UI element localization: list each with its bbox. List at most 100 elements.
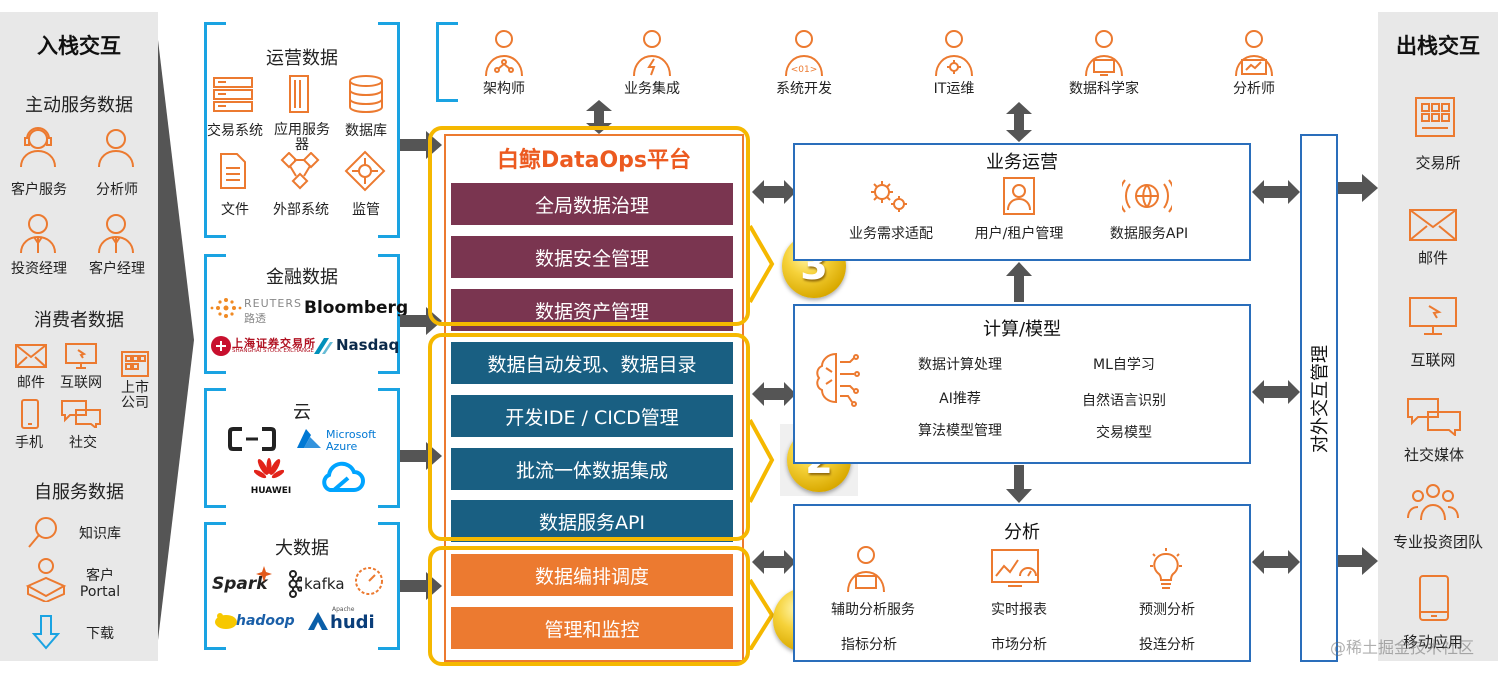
listed-company-icon — [120, 350, 150, 378]
outbound-mail-icon — [1408, 208, 1458, 242]
role-label: 业务集成 — [624, 81, 680, 97]
system-dev-icon: <01> — [782, 28, 826, 78]
outbound-item-label: 专业投资团队 — [1392, 533, 1483, 551]
financial-data-group — [204, 254, 400, 374]
financial-data-title: 金融数据 — [266, 267, 338, 288]
spark-logo: Spark — [212, 574, 268, 594]
consumer-item-label: 手机 — [15, 435, 43, 451]
role-label: 系统开发 — [776, 81, 832, 97]
nasdaq-logo-icon — [314, 338, 333, 354]
analysis-item-label: 投连分析 — [1139, 637, 1195, 653]
cloud-data-title: 云 — [293, 402, 311, 423]
ops-item-label: 交易系统 — [207, 123, 263, 139]
outbound-internet-icon — [1408, 296, 1458, 336]
self-service-title: 自服务数据 — [34, 482, 124, 503]
ops-item-label: 文件 — [221, 202, 249, 218]
roles-business-arrow — [1006, 102, 1032, 142]
platform-bar: 全局数据治理 — [451, 183, 733, 225]
requirement-fit-icon — [866, 178, 910, 214]
svg-text:<01>: <01> — [791, 65, 818, 75]
tencent-cloud-logo-icon — [322, 461, 365, 492]
user-tenant-icon — [1002, 176, 1036, 216]
consumer-item-label: 社交 — [69, 435, 97, 451]
role-label: 分析师 — [1233, 81, 1275, 97]
mobile-icon — [18, 398, 42, 430]
aliyun-logo-icon — [228, 427, 276, 451]
compute-to-analysis-arrow — [1006, 465, 1032, 503]
ops-item-label: 数据库 — [345, 123, 387, 139]
sse-logo-subtext: SHANGHAI STOCK EXCHANGE — [232, 348, 314, 354]
platform-bar: 批流一体数据集成 — [451, 448, 733, 490]
box-external-arrows — [1252, 180, 1300, 574]
architect-icon — [482, 28, 526, 78]
analyst-icon — [94, 125, 138, 169]
bigdata-title: 大数据 — [275, 538, 329, 559]
kafka-logo-icon — [288, 570, 302, 598]
hadoop-logo: hadoop — [236, 613, 295, 629]
self-item-label: 下载 — [86, 626, 114, 642]
external-interaction-box — [1300, 134, 1338, 662]
app-server-icon — [284, 74, 314, 114]
business-item-label: 用户/租户管理 — [974, 226, 1064, 242]
role-label: 数据科学家 — [1069, 81, 1139, 97]
compute-item-label: ML自学习 — [1093, 357, 1155, 373]
inbound-panel — [0, 12, 158, 661]
ops-data-title: 运营数据 — [266, 48, 338, 69]
azure-logo-icon — [297, 429, 321, 448]
analysis-title: 分析 — [1004, 522, 1040, 543]
analysis-item-label: 预测分析 — [1139, 602, 1195, 618]
huawei-logo-text: HUAWEI — [250, 486, 292, 496]
consumer-data-title: 消费者数据 — [34, 310, 124, 331]
investment-manager-icon — [16, 211, 60, 255]
platform-bar: 开发IDE / CICD管理 — [451, 395, 733, 437]
mail-icon — [14, 342, 48, 370]
bloomberg-logo: Bloomberg — [304, 298, 409, 318]
knowledge-base-icon — [26, 514, 62, 550]
nasdaq-logo: Nasdaq — [336, 336, 400, 354]
active-item-label: 投资经理 — [11, 261, 67, 277]
business-item-label: 业务需求适配 — [849, 226, 933, 242]
download-icon — [31, 614, 61, 650]
data-api-icon — [1118, 176, 1176, 216]
bigdata-group — [204, 522, 400, 650]
reuters-logo-icon — [210, 298, 242, 318]
azure-logo-text: Microsoft — [326, 428, 377, 441]
prediction-icon — [1148, 546, 1184, 592]
group-frame-bottom — [428, 546, 750, 666]
platform-bar: 数据自动发现、数据目录 — [451, 342, 733, 384]
compute-item-label: 数据计算处理 — [918, 357, 1002, 373]
inbound-chevron — [158, 40, 194, 640]
external-system-icon — [280, 151, 320, 190]
compute-to-business-arrow — [1006, 262, 1032, 302]
cloud-data-group — [204, 388, 400, 508]
hudi-apache-text: Apache — [332, 606, 355, 613]
compute-item-label: 交易模型 — [1096, 425, 1152, 441]
social-icon — [60, 398, 102, 431]
hadoop-logo-icon — [215, 613, 237, 629]
platform-bar: 数据编排调度 — [451, 554, 733, 596]
outbound-item-label: 移动应用 — [1402, 633, 1463, 651]
business-integration-icon — [630, 28, 674, 78]
inbound-title: 入栈交互 — [37, 34, 121, 58]
self-item-label: 知识库 — [79, 526, 121, 542]
business-ops-box — [793, 143, 1251, 261]
compute-item-label: 算法模型管理 — [918, 423, 1002, 439]
ops-data-group — [204, 22, 400, 238]
huawei-logo-icon — [254, 458, 284, 479]
exchange-icon — [1414, 96, 1456, 138]
it-ops-icon — [932, 28, 976, 78]
active-item-label: 分析师 — [96, 182, 138, 198]
outbound-item-label: 邮件 — [1417, 249, 1448, 267]
account-manager-icon — [94, 211, 138, 255]
compute-model-title: 计算/模型 — [982, 319, 1062, 340]
portal-icon — [22, 556, 70, 604]
consumer-item-label: 互联网 — [60, 375, 102, 391]
server-icon — [212, 76, 254, 112]
ops-item-label: 应用服务器 — [274, 122, 330, 153]
kafka-logo: kafka — [304, 575, 345, 593]
spark-star-icon — [256, 566, 272, 582]
reuters-logo-subtext: 路透 — [244, 312, 266, 325]
file-icon — [218, 152, 248, 190]
compute-item-label: 自然语言识别 — [1082, 393, 1166, 409]
